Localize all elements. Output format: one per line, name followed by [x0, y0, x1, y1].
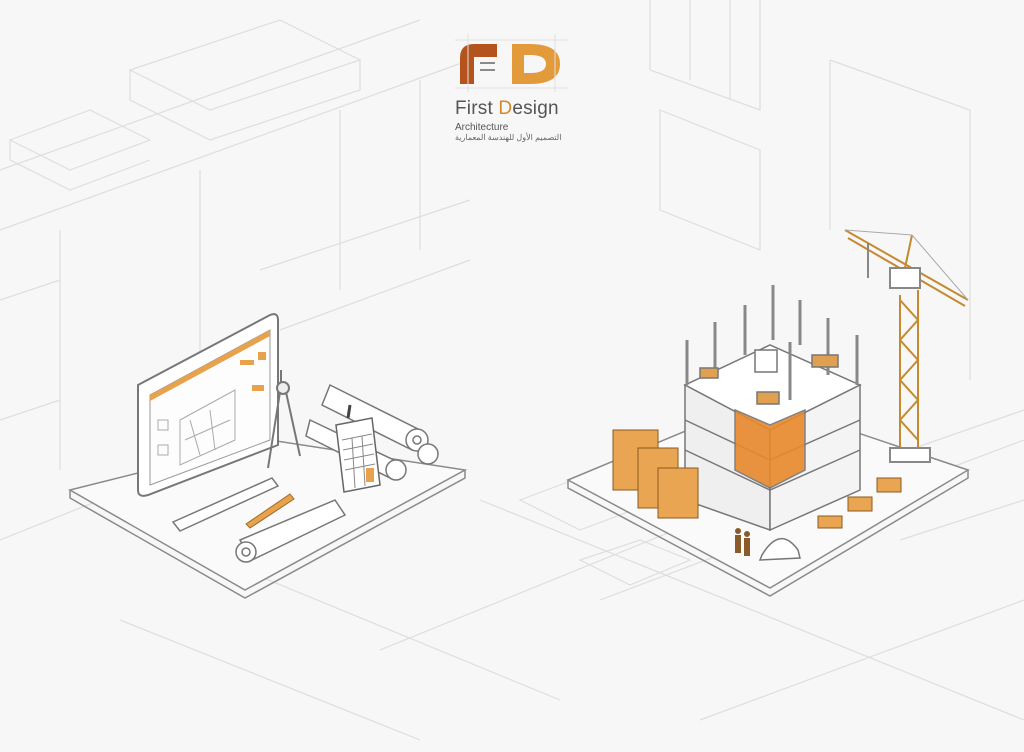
ruler-icon [171, 477, 280, 532]
brand-subtitle: Architecture [455, 122, 509, 133]
paper-roll-icon [235, 499, 347, 563]
compass-icon [267, 370, 301, 469]
material-stacks-icon [612, 429, 699, 519]
tower-crane-icon [844, 229, 969, 463]
workers-icon [735, 528, 750, 556]
pencil-icon [245, 493, 295, 529]
tablet-monitor-icon [137, 313, 279, 497]
hard-hat-icon [758, 538, 801, 561]
pallets-icon [817, 477, 902, 529]
construction-site [566, 229, 970, 597]
logo-mark-icon [455, 34, 568, 92]
brand-name: First Design [455, 98, 559, 119]
design-desk [68, 313, 468, 599]
brand-arabic-tagline: التصميم الأول للهندسة المعمارية [455, 133, 562, 142]
calculator-icon [335, 404, 381, 493]
building-icon [683, 285, 862, 532]
